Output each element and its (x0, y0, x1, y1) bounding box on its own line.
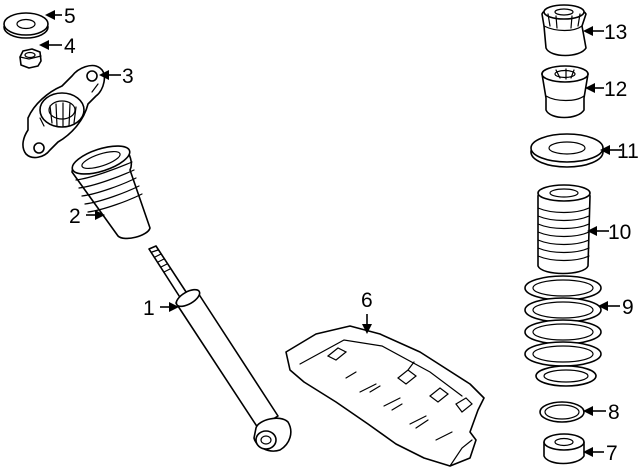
callout-label-1: 1 (143, 297, 155, 320)
callout-12: 12 (585, 78, 627, 101)
part-3-upper-mount (22, 64, 106, 159)
part-7-bushing (543, 433, 585, 465)
part-5-washer (3, 12, 49, 39)
callout-label-4: 4 (64, 35, 76, 58)
callout-label-9: 9 (622, 296, 634, 319)
callout-label-7: 7 (606, 442, 618, 465)
part-1-shock-absorber (148, 245, 292, 452)
callout-11: 11 (600, 140, 639, 163)
callout-label-13: 13 (604, 21, 627, 44)
callout-10: 10 (587, 221, 631, 244)
callout-6: 6 (361, 289, 373, 334)
part-11-spring-seat (530, 133, 604, 168)
part-10-spring-boot (537, 184, 591, 275)
callout-label-11: 11 (617, 140, 639, 163)
callout-label-8: 8 (608, 401, 620, 424)
part-9-coil-spring (524, 275, 602, 387)
callout-label-6: 6 (361, 289, 373, 312)
callout-9: 9 (598, 296, 634, 319)
callout-2: 2 (69, 205, 105, 228)
callout-label-10: 10 (608, 221, 631, 244)
callout-5: 5 (45, 5, 76, 28)
callout-1: 1 (143, 297, 179, 320)
part-4-nut (19, 48, 42, 69)
part-8-ring (539, 401, 585, 423)
callout-4: 4 (39, 35, 76, 58)
callout-label-3: 3 (122, 65, 134, 88)
part-2-dust-boot (71, 145, 151, 240)
callout-label-12: 12 (604, 78, 627, 101)
part-6-shield (285, 325, 485, 467)
part-12-bumper (541, 65, 589, 119)
part-13-bump-stop (541, 4, 587, 57)
callout-7: 7 (583, 442, 618, 465)
callout-13: 13 (583, 21, 627, 44)
callout-label-2: 2 (69, 205, 81, 228)
callout-label-5: 5 (64, 5, 76, 28)
callout-3: 3 (99, 65, 134, 88)
callout-8: 8 (583, 401, 620, 424)
